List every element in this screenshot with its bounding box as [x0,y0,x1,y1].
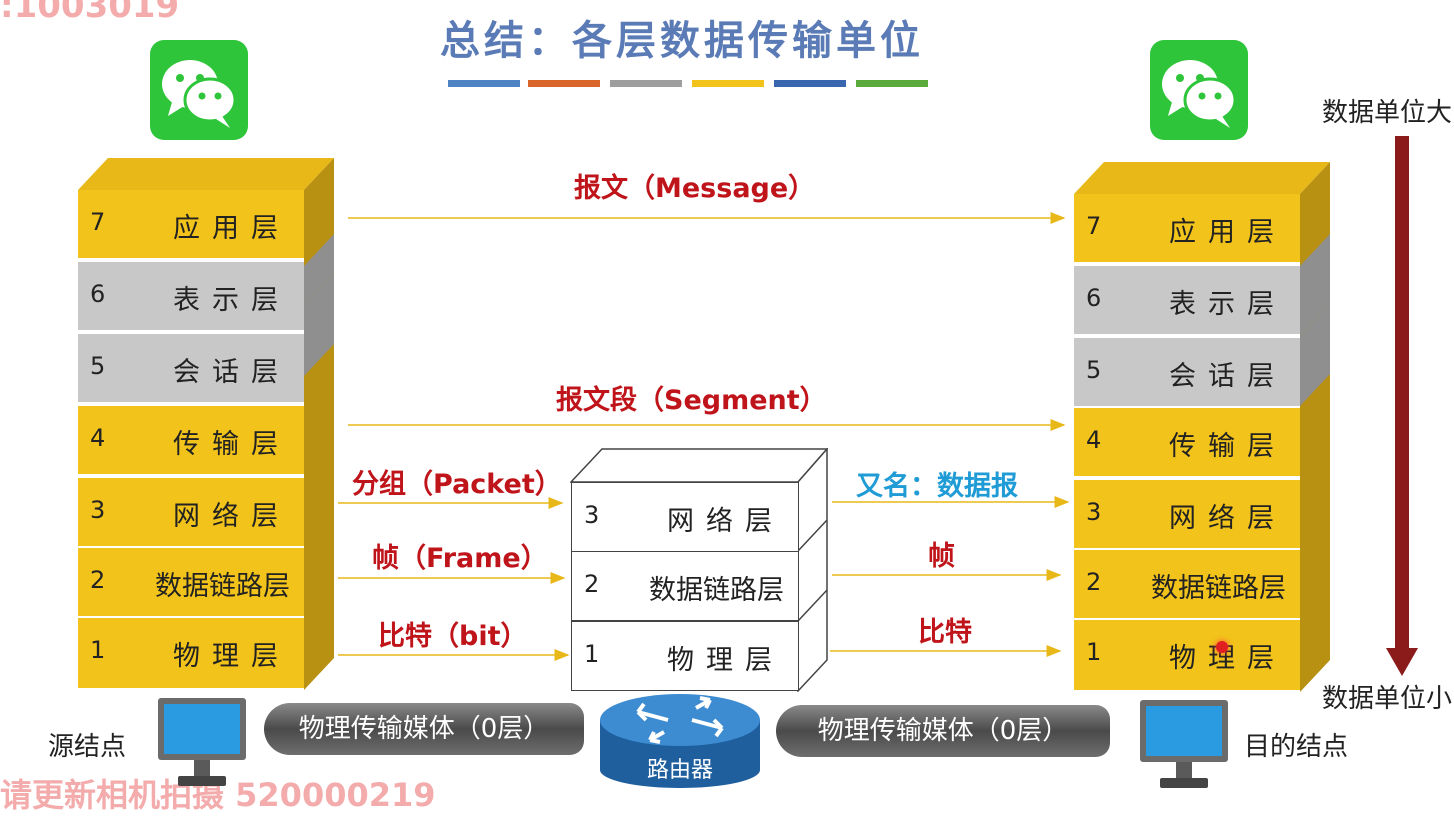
layer-number: 3 [584,501,600,529]
router-stack: 3 网络层 2 数据链路层 1 物理层 [570,448,828,692]
layer-name: 网络层 [667,506,784,537]
layer-number: 4 [1086,426,1102,454]
physical-media-left: 物理传输媒体（0层） [264,703,584,755]
title-bar-5 [774,80,846,87]
layer-number: 1 [1086,638,1102,666]
size-axis-bottom-label: 数据单位小 [1322,684,1453,714]
watermark-top: :1003019 [0,0,180,26]
layer-name: 数据链路层 [1151,573,1286,604]
layer-number: 6 [90,280,106,308]
dest-node-label: 目的结点 [1244,732,1349,762]
unit-bit: 比特（bit） [378,621,528,652]
layer-physical: 1 物理层 [1074,620,1300,692]
layer-name: 网络层 [173,501,290,532]
title-bar-4 [692,80,764,87]
monitor-icon [156,696,248,796]
monitor-icon [1138,698,1230,798]
layer-application: 7 应用层 [78,190,304,260]
layer-number: 2 [90,566,106,594]
unit-segment: 报文段（Segment） [556,385,827,416]
layer-number: 6 [1086,284,1102,312]
layer-name: 会话层 [173,357,290,388]
layer-transport: 4 传输层 [78,406,304,476]
layer-number: 4 [90,424,106,452]
layer-name: 表示层 [1169,289,1286,320]
layer-number: 5 [90,352,106,380]
router-label: 路由器 [646,758,713,783]
layer-name: 传输层 [173,429,290,460]
layer-name: 网络层 [1169,503,1286,534]
layer-number: 5 [1086,356,1102,384]
title-bar-1 [448,80,520,87]
router-icon: 路由器 [598,690,762,790]
title-bar-3 [610,80,682,87]
unit-packet: 分组（Packet） [352,469,562,500]
layer-name: 数据链路层 [155,571,290,602]
layer-name: 数据链路层 [649,575,784,606]
layer-network: 3 网络层 [78,478,304,548]
layer-name: 物理层 [173,641,290,672]
title-bar-2 [528,80,600,87]
layer-number: 1 [584,640,600,668]
arrows-layer [338,212,1070,661]
layer-number: 7 [90,208,106,236]
layer-name: 传输层 [1169,431,1286,462]
unit-bit-short: 比特 [918,617,972,648]
router-layer-datalink: 2 数据链路层 [571,551,799,621]
layer-name: 会话层 [1169,361,1286,392]
layer-physical: 1 物理层 [78,618,304,690]
source-stack: 7 应用层 6 表示层 5 会话层 4 传输层 3 网络层 2 数据链路层 1 … [78,158,334,690]
layer-application: 7 应用层 [1074,194,1300,264]
layer-presentation: 6 表示层 [78,262,304,332]
pointer-dot [1216,641,1228,653]
unit-datagram: 又名：数据报 [856,471,1018,502]
layer-transport: 4 传输层 [1074,408,1300,478]
title-bar-6 [856,80,928,87]
layer-name: 物理层 [667,645,784,676]
layer-network: 3 网络层 [1074,480,1300,550]
layer-datalink: 2 数据链路层 [78,548,304,618]
layer-number: 2 [584,570,600,598]
unit-frame: 帧（Frame） [372,543,548,574]
layer-session: 5 会话层 [1074,338,1300,408]
wechat-icon [150,40,248,140]
source-node-label: 源结点 [48,732,127,762]
unit-frame-short: 帧 [928,541,955,572]
wechat-icon [1150,40,1248,140]
size-arrow-icon [1386,136,1418,676]
layer-datalink: 2 数据链路层 [1074,550,1300,620]
layer-number: 1 [90,636,106,664]
slide-title: 总结：各层数据传输单位 [440,18,924,64]
size-axis-top-label: 数据单位大 [1322,98,1453,128]
layer-number: 2 [1086,568,1102,596]
layer-name: 应用层 [1169,217,1286,248]
unit-message: 报文（Message） [574,173,816,204]
layer-number: 3 [90,496,106,524]
layer-number: 7 [1086,212,1102,240]
layer-name: 表示层 [173,285,290,316]
router-layer-physical: 1 物理层 [571,621,799,691]
layer-number: 3 [1086,498,1102,526]
dest-stack: 7 应用层 6 表示层 5 会话层 4 传输层 3 网络层 2 数据链路层 1 … [1074,162,1330,692]
layer-presentation: 6 表示层 [1074,266,1300,336]
layer-session: 5 会话层 [78,334,304,404]
router-layer-network: 3 网络层 [571,482,799,552]
layer-name: 应用层 [173,213,290,244]
physical-media-right: 物理传输媒体（0层） [776,705,1110,757]
